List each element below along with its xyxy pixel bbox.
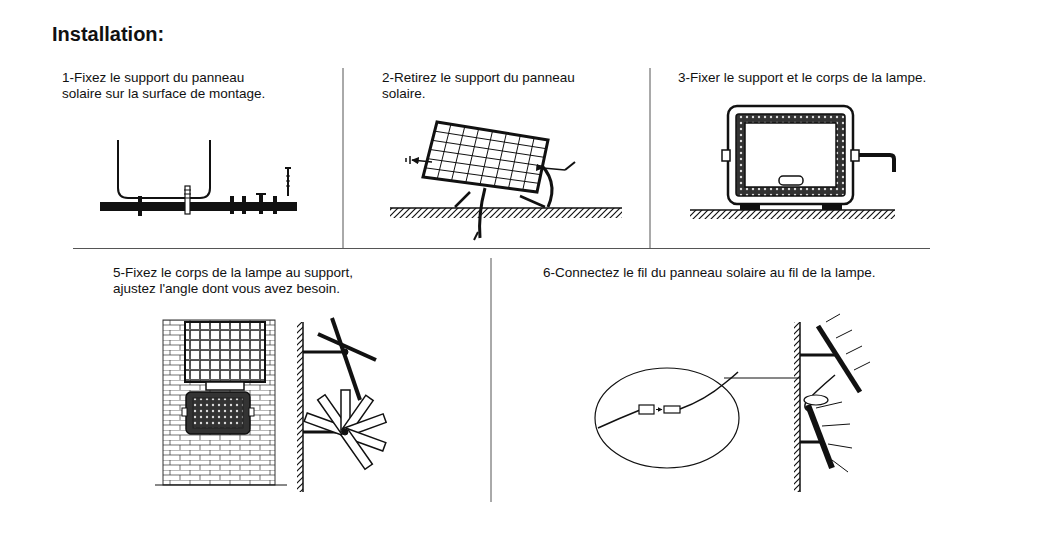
solar-panel-step2 xyxy=(390,122,622,240)
wall-mount-step5 xyxy=(155,318,386,492)
divider xyxy=(73,68,930,502)
wire-connection-step6 xyxy=(595,314,870,492)
lamp-body-step3 xyxy=(690,106,895,219)
step-instruction: 2-Retirez le support du panneau solaire. xyxy=(382,70,607,102)
heading: Installation: xyxy=(52,22,164,46)
step-instruction: 6-Connectez le fil du panneau solaire au… xyxy=(543,265,983,281)
step-instruction: 1-Fixez le support du panneau solaire su… xyxy=(62,70,287,102)
panel-cell-line xyxy=(425,168,539,184)
panel-cell-line xyxy=(428,159,541,175)
step-instruction: 5-Fixez le corps de la lampe au support,… xyxy=(113,265,388,297)
panel-cell-line xyxy=(432,140,544,157)
step-instruction: 3-Fixer le support et le corps de la lam… xyxy=(678,70,1018,86)
panel-cell-line xyxy=(430,150,543,167)
mounting-bracket-step1 xyxy=(100,140,297,216)
panel-cell-line xyxy=(435,131,547,149)
